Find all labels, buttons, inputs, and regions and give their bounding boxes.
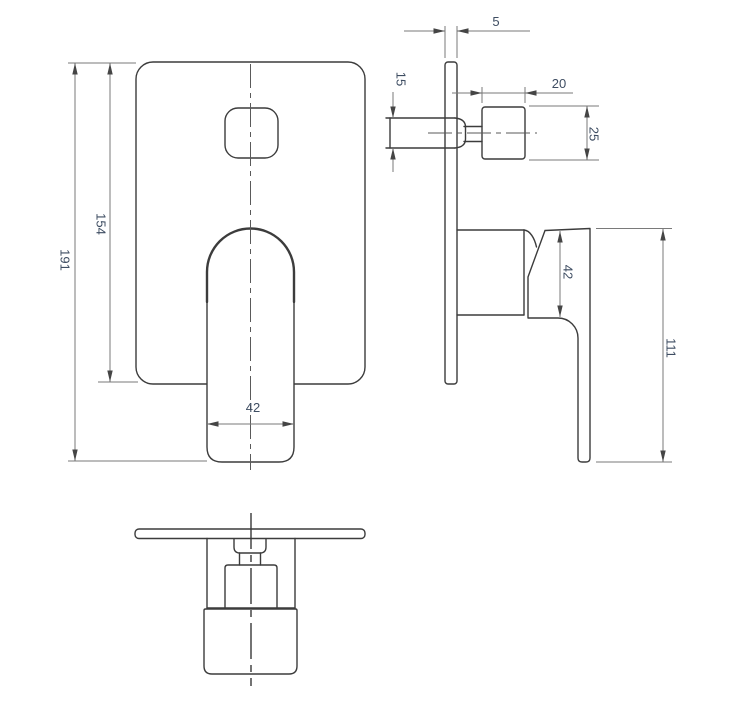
hub-lever-fillet xyxy=(523,229,538,248)
dim-label-handle-length: 111 xyxy=(664,338,679,358)
side-lever-handle xyxy=(527,227,591,463)
front-diverter-button xyxy=(224,107,279,159)
dim-label-knob-length: 20 xyxy=(552,76,566,91)
bottom-view xyxy=(134,513,366,686)
front-view: 191 154 42 xyxy=(58,61,366,470)
dim-label-plate-thickness: 5 xyxy=(492,14,499,29)
dim-label-overall-height: 191 xyxy=(58,249,73,271)
dim-label-handle-width: 42 xyxy=(246,400,260,415)
dim-label-hub-height: 42 xyxy=(561,265,576,279)
bottom-plate-strip xyxy=(134,528,366,540)
bottom-cartridge xyxy=(224,564,278,609)
bottom-lever-end xyxy=(203,608,298,675)
dim-label-body-diameter: 15 xyxy=(394,72,409,86)
bottom-stem-collar xyxy=(233,538,267,554)
side-view: 5 15 20 25 42 xyxy=(385,14,679,463)
dim-label-knob-diameter: 25 xyxy=(587,127,602,141)
side-plate-edge xyxy=(444,61,458,385)
valve-body-nose xyxy=(454,117,467,149)
dim-label-plate-height: 154 xyxy=(94,213,109,235)
